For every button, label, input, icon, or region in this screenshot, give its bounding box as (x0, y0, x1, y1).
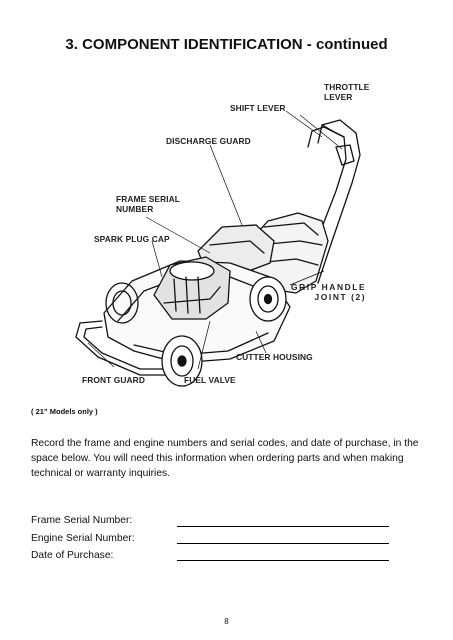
label-cutter-housing: CUTTER HOUSING (236, 352, 313, 362)
label-fuel-valve: FUEL VALVE (184, 375, 236, 385)
instructions-paragraph: Record the frame and engine numbers and … (31, 438, 419, 479)
label-throttle-lever: THROTTLE LEVER (324, 82, 370, 102)
section-title: 3. COMPONENT IDENTIFICATION - continued (65, 36, 388, 53)
label-front-guard: FRONT GUARD (82, 375, 145, 385)
page-number: 8 (224, 617, 229, 626)
frame-serial-number-label: Frame Serial Number: (31, 515, 133, 526)
models-note: ( 21” Models only ) (31, 407, 98, 416)
label-discharge-guard: DISCHARGE GUARD (166, 136, 251, 146)
lawn-mower-illustration (75, 110, 361, 387)
engine-serial-number-label: Engine Serial Number: (31, 533, 135, 544)
date-of-purchase-label: Date of Purchase: (31, 550, 114, 561)
date-of-purchase-line (177, 560, 389, 561)
engine-serial-number-line (177, 543, 389, 544)
label-frame-serial-number: FRAME SERIAL NUMBER (116, 194, 181, 214)
frame-serial-number-line (177, 526, 389, 527)
label-grip-handle-joint: GRIP HANDLE JOINT (2) (291, 282, 367, 302)
label-shift-lever: SHIFT LEVER (230, 103, 286, 113)
label-spark-plug-cap: SPARK PLUG CAP (94, 234, 170, 244)
